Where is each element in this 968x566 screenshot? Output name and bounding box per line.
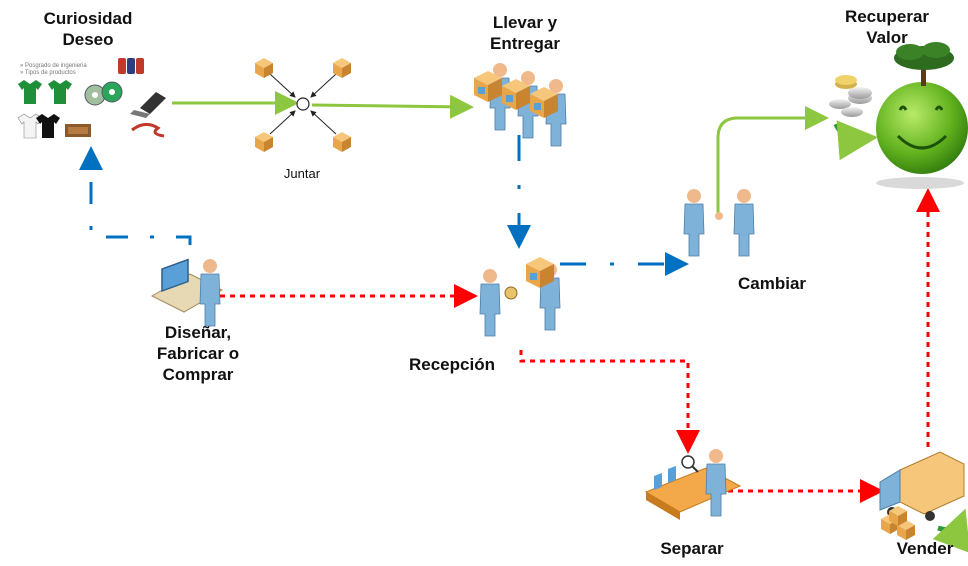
label-llevar: Llevar y Entregar xyxy=(490,13,560,53)
coins-icon xyxy=(829,75,878,161)
separar-conveyor-icon xyxy=(644,448,742,520)
edge-disenar-curiosidad xyxy=(79,146,192,245)
label-cambiar: Cambiar xyxy=(737,274,807,293)
label-recepcion: Recepción xyxy=(409,355,495,374)
delivery-truck-icon xyxy=(879,451,968,554)
label-recuperar: Recuperar Valor xyxy=(844,7,930,47)
products-icon xyxy=(17,58,166,139)
juntar-hub-icon xyxy=(255,58,351,152)
recepcion-icon xyxy=(479,257,561,337)
label-curiosidad: Curiosidad Deseo xyxy=(43,9,133,49)
edge-cambiar-recuperar xyxy=(716,106,829,217)
label-juntar: Juntar xyxy=(283,166,321,181)
label-vender: Vender xyxy=(896,539,954,558)
designer-icon xyxy=(150,258,224,327)
products-caption: » Posgrado de ingenieria » Tipos de prod… xyxy=(20,63,87,76)
label-separar: Separar xyxy=(660,539,724,558)
edge-recepcion-separar xyxy=(519,350,700,454)
delivery-people-icon xyxy=(474,62,567,147)
recuperar-smiley-icon xyxy=(876,42,968,189)
label-disenar: Diseñar, Fabricar o Comprar xyxy=(156,323,240,384)
edge-juntar-llevar xyxy=(311,94,474,119)
handshake-icon xyxy=(683,188,755,257)
